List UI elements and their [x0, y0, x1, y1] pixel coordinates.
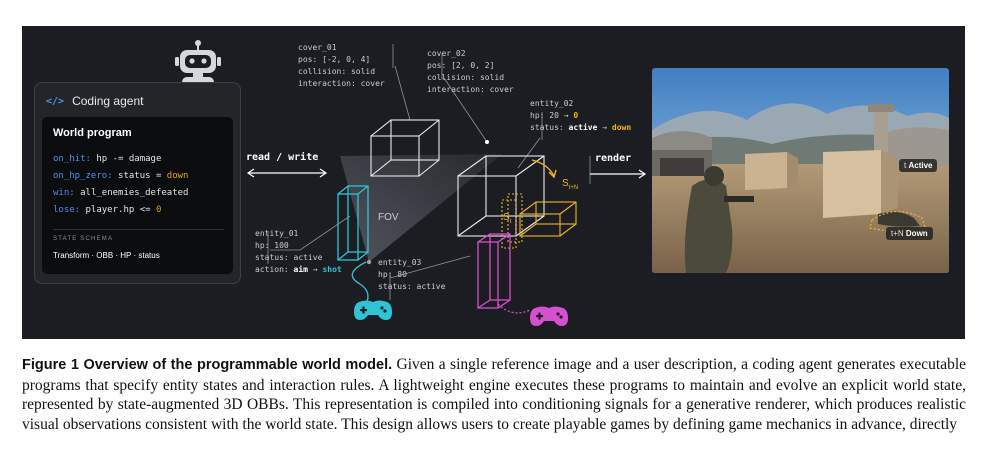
down-badge: t+N Down: [886, 227, 933, 240]
fov-label: FOV: [378, 212, 399, 223]
entity-03-box: [477, 233, 511, 309]
state-schema-value: Transform · OBB · HP · status: [53, 251, 160, 260]
figure-caption: Figure 1 Overview of the programmable wo…: [22, 355, 966, 434]
program-line-win: win: all_enemies_defeated: [53, 188, 189, 198]
obb-scene: [267, 44, 591, 326]
rendered-observation: t Active t+N Down: [652, 68, 949, 273]
coding-agent-card: </> Coding agent World program on_hit: h…: [34, 82, 241, 284]
cover-01-box: [370, 119, 440, 177]
active-badge: t Active: [899, 159, 938, 172]
program-title: World program: [53, 127, 132, 139]
figure-panel: </> Coding agent World program on_hit: h…: [22, 26, 965, 339]
gamepad-magenta-icon: [530, 306, 568, 326]
entity-02-box: [501, 193, 577, 249]
state-t-plus-n-label: St+N: [562, 178, 579, 191]
program-divider: [53, 229, 224, 230]
state-transition-arrow-icon: [531, 159, 555, 177]
read-write-label: read / write: [246, 152, 319, 163]
render-arrow-icon: [590, 169, 647, 179]
read-write-arrow-icon: [246, 168, 328, 178]
program-line-on-hp-zero: on_hp_zero: status = down: [53, 171, 189, 181]
world-program-box: World program on_hit: hp -= damage on_hp…: [42, 117, 233, 274]
state-t-label: St: [503, 212, 512, 225]
code-icon: </>: [46, 95, 65, 107]
program-line-lose: lose: player.hp <= 0: [53, 205, 162, 215]
render-label: render: [595, 153, 632, 164]
program-line-on-hit: on_hit: hp -= damage: [53, 154, 162, 164]
state-schema-title: STATE SCHEMA: [53, 236, 114, 242]
agent-header: </> Coding agent: [46, 94, 143, 108]
fov-cone: [340, 154, 502, 262]
caption-text: Given a single reference image and a use…: [22, 356, 967, 433]
entity-01-box: [337, 185, 369, 261]
agent-title: Coding agent: [72, 94, 144, 108]
figure-label: Figure 1 Overview of the programmable wo…: [22, 357, 393, 373]
gamepad-cyan-icon: [354, 300, 392, 320]
